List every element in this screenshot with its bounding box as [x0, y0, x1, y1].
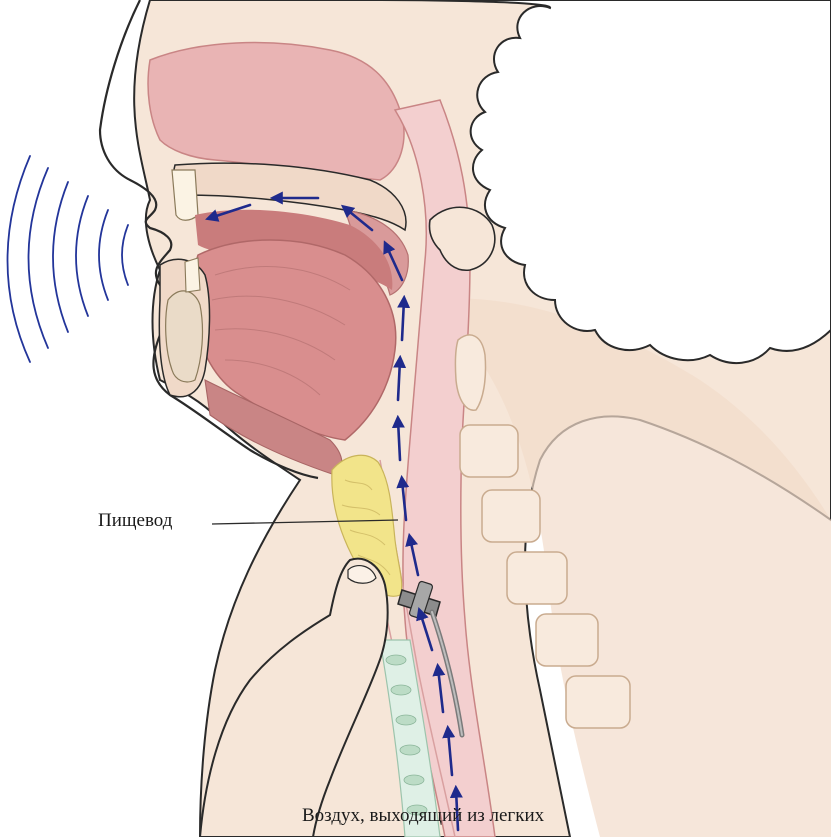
esophagus-label: Пищевод	[98, 510, 172, 532]
sound-waves-icon	[8, 156, 129, 362]
vertebra-3	[482, 490, 540, 542]
vertebra-1	[455, 335, 485, 410]
lower-teeth	[185, 258, 200, 292]
vertebra-4	[507, 552, 567, 604]
vertebra-2	[460, 425, 518, 477]
vertebra-6	[566, 676, 630, 728]
mandible-bone	[166, 291, 203, 382]
upper-teeth	[172, 170, 198, 220]
vertebra-5	[536, 614, 598, 666]
air-from-lungs-label: Воздух, выходящий из легких	[302, 805, 544, 827]
